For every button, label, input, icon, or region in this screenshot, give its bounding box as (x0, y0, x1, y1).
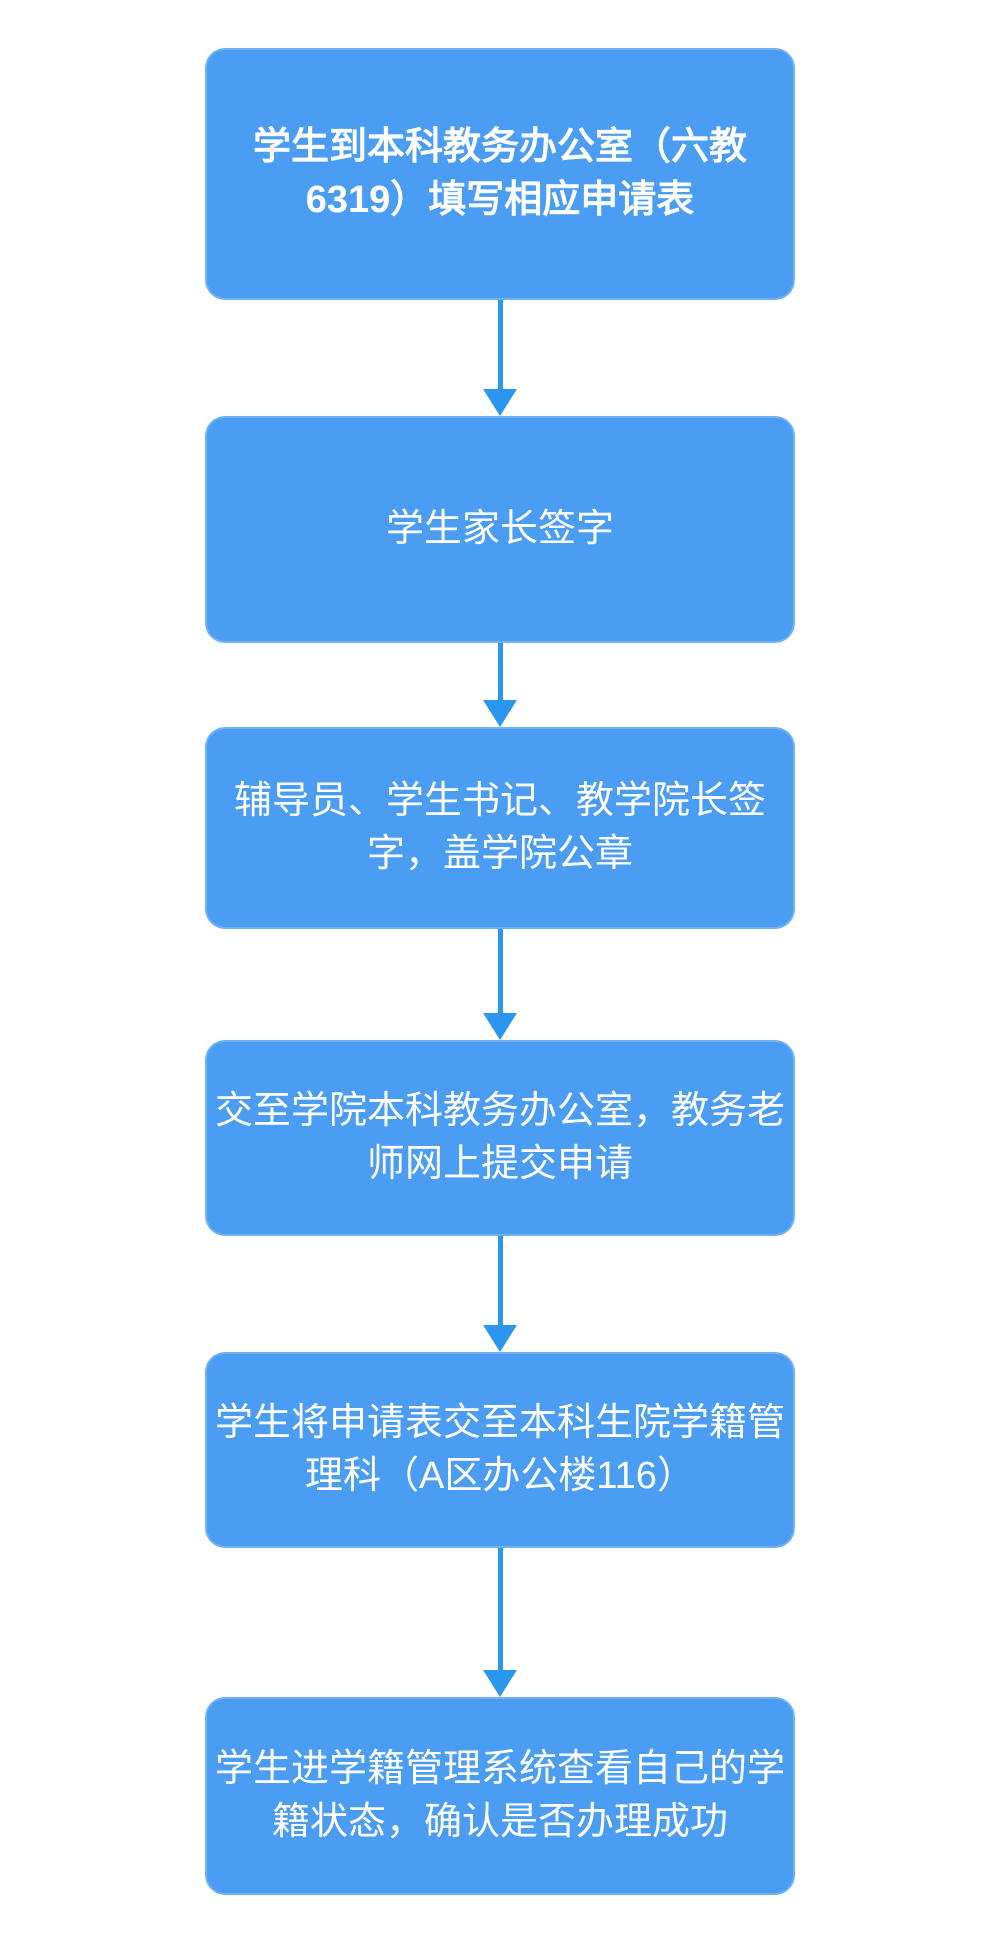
arrow-shaft (497, 1548, 503, 1670)
flow-step-5: 学生将申请表交至本科生院学籍管 理科（A区办公楼116） (205, 1352, 795, 1548)
flow-step-text-line: 学生将申请表交至本科生院学籍管 (214, 1402, 785, 1444)
flow-step-6: 学生进学籍管理系统查看自己的学 籍状态，确认是否办理成功 (205, 1697, 795, 1895)
arrow-down-icon (483, 700, 517, 727)
flow-arrow-2 (0, 643, 1000, 727)
flow-step-3-text: 辅导员、学生书记、教学院长签 字，盖学院公章 (234, 775, 766, 881)
arrow-shaft (497, 643, 503, 700)
arrow-shaft (497, 1236, 503, 1325)
flow-arrow-3 (0, 929, 1000, 1040)
flow-step-text-line: 学生进学籍管理系统查看自己的学 (214, 1748, 785, 1790)
flow-arrow-5 (0, 1548, 1000, 1697)
arrow-down-icon (483, 389, 517, 416)
flow-step-1-text: 学生到本科教务办公室（六教 6319）填写相应申请表 (253, 121, 747, 227)
flow-step-text-line: 学生家长签字 (385, 508, 614, 550)
flow-step-4-text: 交至学院本科教务办公室，教务老 师网上提交申请 (215, 1085, 785, 1191)
flow-step-3: 辅导员、学生书记、教学院长签 字，盖学院公章 (205, 727, 795, 929)
flow-step-text-line: 籍状态，确认是否办理成功 (271, 1801, 728, 1843)
arrow-down-icon (483, 1670, 517, 1697)
flow-step-2: 学生家长签字 (205, 416, 795, 643)
flow-step-text-line: 学生到本科教务办公室（六教 (252, 126, 747, 168)
flow-step-text-line: 理科（A区办公楼116） (305, 1455, 695, 1497)
flow-step-6-text: 学生进学籍管理系统查看自己的学 籍状态，确认是否办理成功 (215, 1743, 785, 1849)
flow-arrow-4 (0, 1236, 1000, 1352)
arrow-down-icon (483, 1325, 517, 1352)
arrow-shaft (497, 300, 503, 389)
flow-step-2-text: 学生家长签字 (386, 503, 614, 556)
flow-step-4: 交至学院本科教务办公室，教务老 师网上提交申请 (205, 1040, 795, 1236)
flow-step-5-text: 学生将申请表交至本科生院学籍管 理科（A区办公楼116） (215, 1397, 785, 1503)
arrow-shaft (497, 929, 503, 1013)
flow-step-1: 学生到本科教务办公室（六教 6319）填写相应申请表 (205, 48, 795, 300)
arrow-down-icon (483, 1013, 517, 1040)
flow-step-text-line: 字，盖学院公章 (366, 833, 633, 875)
flow-step-text-line: 交至学院本科教务办公室，教务老 (214, 1090, 785, 1132)
flow-step-text-line: 6319）填写相应申请表 (305, 179, 695, 221)
flow-arrow-1 (0, 300, 1000, 416)
flow-step-text-line: 辅导员、学生书记、教学院长签 (233, 780, 766, 822)
flow-step-text-line: 师网上提交申请 (366, 1143, 633, 1185)
